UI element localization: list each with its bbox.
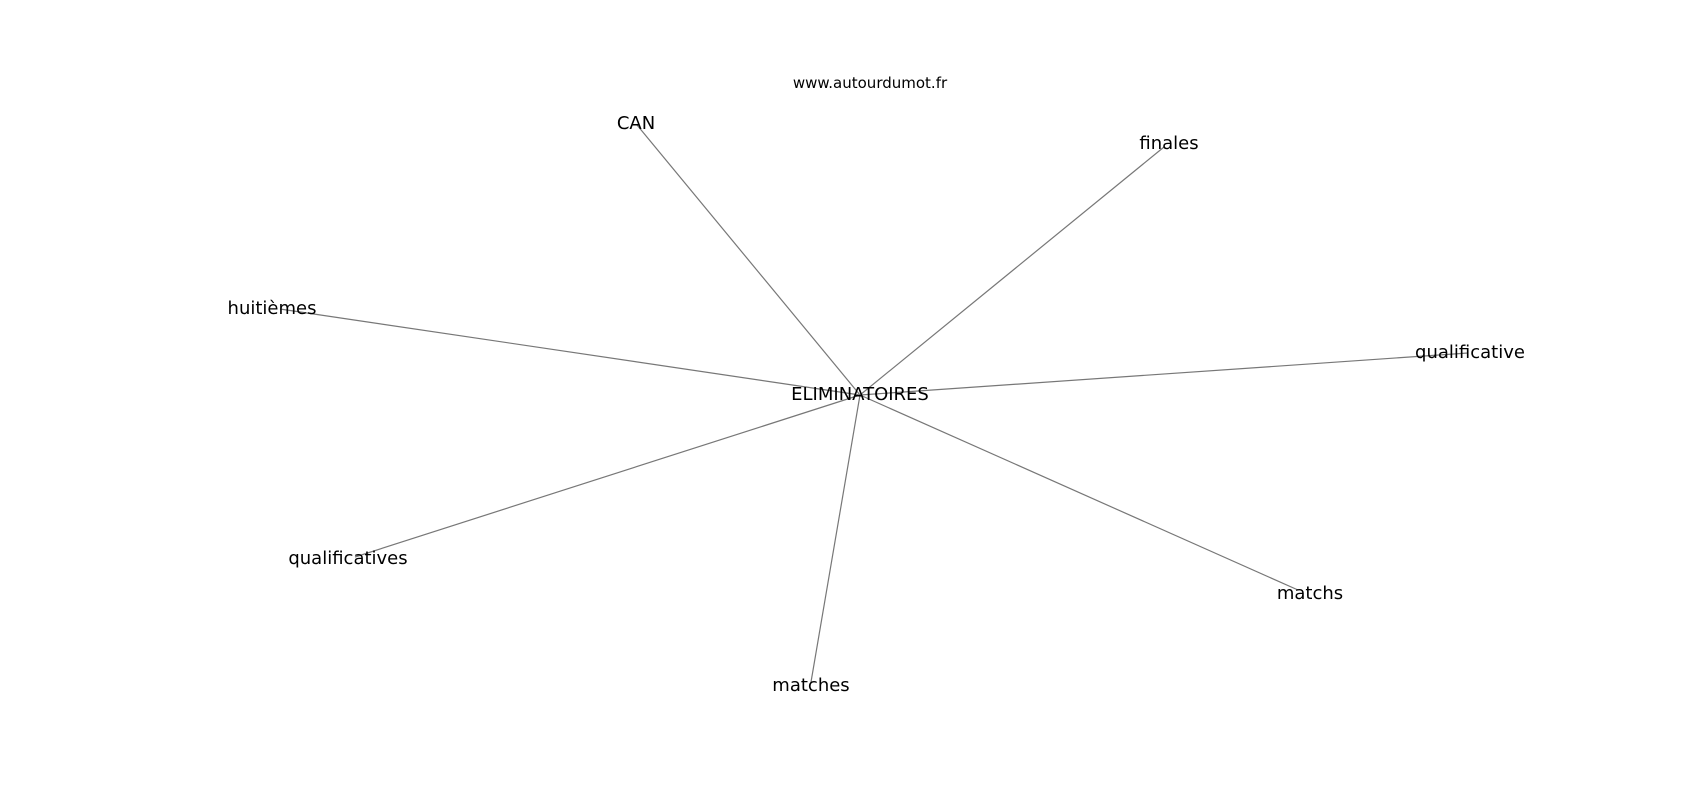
node-label: qualificative [1415, 342, 1525, 363]
edge-huitimes [279, 308, 861, 396]
edge-matchs [859, 394, 1299, 591]
edge-finales [859, 146, 1165, 396]
center-node-label: ELIMINATOIRES [791, 384, 929, 405]
node-label: matches [772, 675, 849, 696]
node-label: qualificatives [288, 548, 407, 569]
edge-can [636, 124, 861, 396]
node-label: huitièmes [228, 298, 317, 319]
node-label: CAN [617, 113, 655, 134]
edge-qualificative [859, 352, 1469, 396]
node-label: matchs [1277, 583, 1343, 604]
node-label: finales [1139, 133, 1198, 154]
edge-qualificatives [354, 394, 861, 558]
edge-matches [810, 394, 861, 683]
watermark: www.autourdumot.fr [793, 74, 948, 92]
